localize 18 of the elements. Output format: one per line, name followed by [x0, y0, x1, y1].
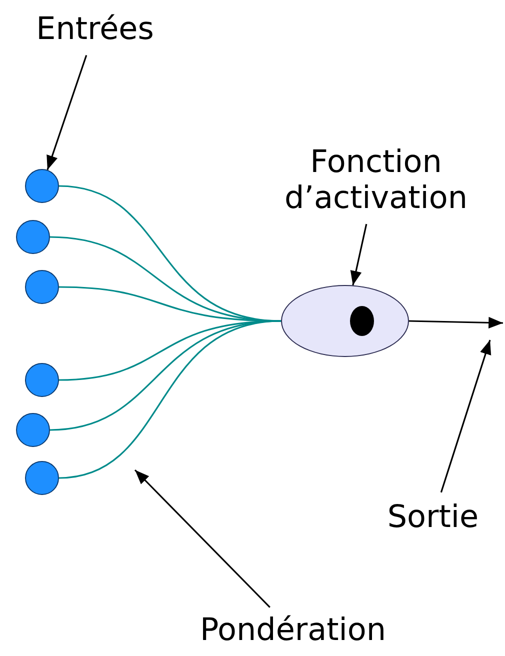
- text-label: Fonction d’activation: [276, 145, 476, 216]
- connection-curve: [58, 320, 282, 479]
- input-circle: [25, 169, 59, 203]
- input-circle: [25, 363, 59, 397]
- input-circle: [25, 461, 59, 495]
- activation-dot: [350, 306, 374, 336]
- arrow: [440, 340, 492, 493]
- text-label: Entrées: [36, 12, 154, 48]
- connection-curve: [50, 320, 282, 431]
- leader-arrow: [350, 224, 368, 286]
- input-circle: [16, 413, 50, 447]
- leader-arrow: [46, 54, 88, 170]
- arrow: [408, 316, 504, 328]
- input-circle: [16, 220, 50, 254]
- text-label: Sortie: [387, 500, 479, 536]
- arrow: [134, 469, 270, 608]
- input-circle: [25, 270, 59, 304]
- text-label: Pondération: [200, 613, 386, 649]
